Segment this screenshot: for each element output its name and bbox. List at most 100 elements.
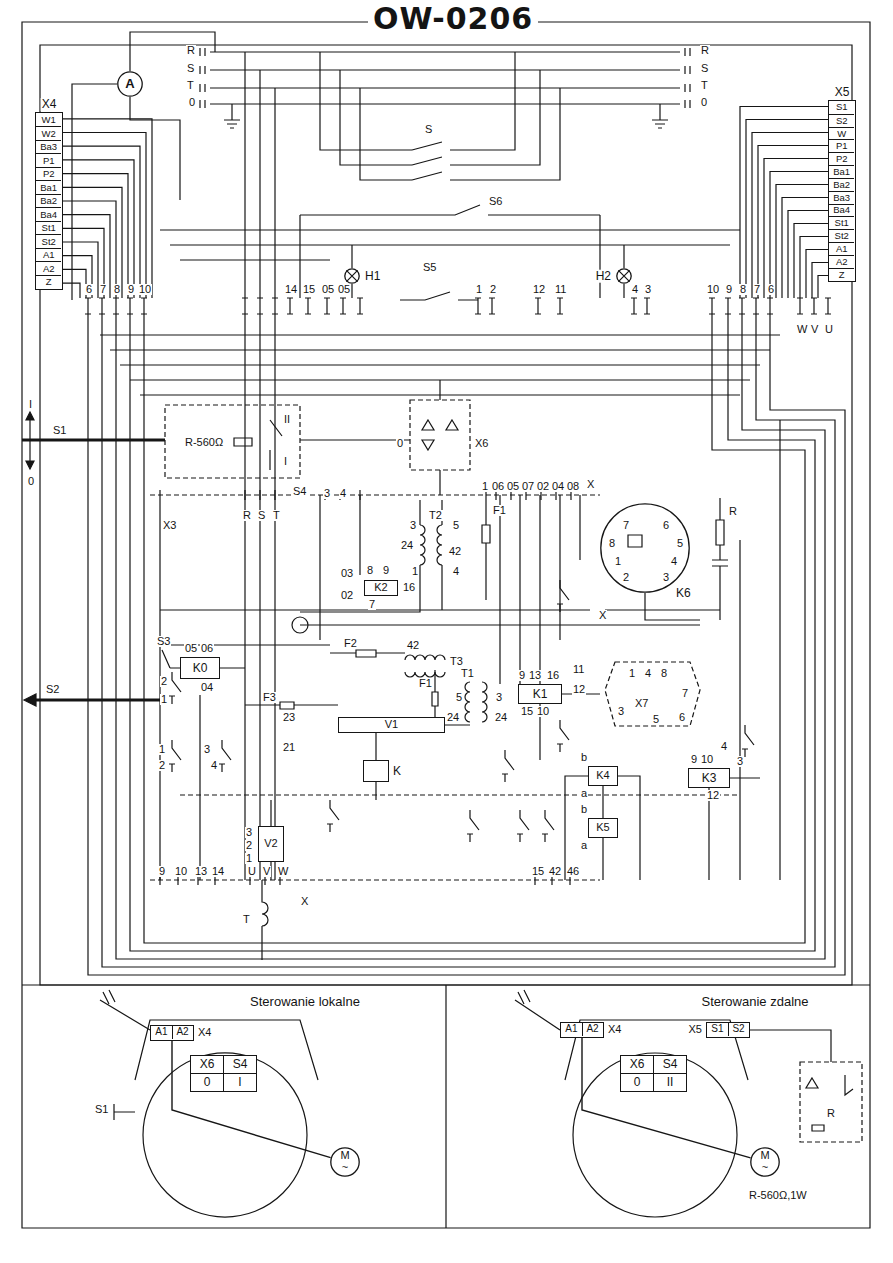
callout-number: 04 — [200, 682, 214, 693]
node-label: St2 — [835, 231, 849, 241]
callout-number: S2 — [45, 684, 60, 695]
sheet-frame — [22, 22, 870, 1228]
callout-number: 04 — [551, 481, 565, 492]
callout-number: a — [580, 840, 588, 851]
callout-number: 4 — [670, 556, 678, 567]
callout-number: F1 — [492, 505, 507, 516]
lamp-cross — [346, 270, 357, 281]
terminal-symbol — [797, 298, 831, 314]
wire — [63, 269, 86, 298]
callout-number: 4 — [210, 760, 218, 771]
callout-number: 1 — [475, 284, 483, 295]
callout-number: 5 — [652, 714, 660, 725]
callout-number: 05 — [184, 643, 198, 654]
callout-number: 3 — [662, 572, 670, 583]
terminal-cell: Ba2 — [36, 194, 61, 207]
node-label: Ba3 — [833, 193, 850, 203]
wire — [746, 120, 828, 299]
switch-wire — [320, 52, 560, 180]
callout-number: 10 — [138, 284, 152, 295]
cable-symbol — [515, 990, 560, 1030]
callout-number: 03 — [340, 568, 354, 579]
callout-number: 7 — [99, 284, 107, 295]
callout-number: 5 — [455, 692, 463, 703]
cable-symbol — [100, 990, 150, 1030]
callout-number: S — [186, 63, 195, 74]
terminal-symbol — [535, 298, 563, 314]
wire — [812, 263, 828, 299]
callout-number: a — [580, 788, 588, 799]
callout-number: 2 — [489, 284, 497, 295]
callout-number: 1 — [411, 566, 419, 577]
callout-number: 07 — [521, 481, 535, 492]
terminal-strip: X4W1W2Ba3P1P2Ba1Ba2Ba4St1St2A1A2Z — [35, 112, 63, 290]
node-label: II — [667, 1076, 674, 1089]
callout-number: 2 — [245, 840, 253, 851]
lamp-symbol — [292, 617, 308, 633]
terminal-cell: St1 — [36, 221, 61, 234]
connector-plate: X5S1S2 — [706, 1022, 750, 1038]
node-label: Ba4 — [40, 210, 57, 220]
node-label: A1 — [836, 244, 848, 254]
terminal-cell: Z — [829, 268, 854, 281]
housing-outline — [573, 1053, 737, 1217]
connector-plate: X4A1A2 — [560, 1022, 604, 1038]
callout-number: 12 — [532, 284, 546, 295]
cable-loop — [144, 314, 805, 943]
node-label: A1 — [565, 1024, 577, 1035]
node-label: W — [837, 129, 846, 139]
node-label: X6 — [200, 1058, 215, 1071]
ground-symbol — [224, 104, 240, 128]
callout-number: R — [186, 45, 196, 56]
callout-number: b — [580, 752, 588, 763]
node-label: P2 — [43, 169, 55, 179]
relay-contact — [628, 535, 642, 547]
node-label: V2 — [264, 838, 277, 850]
callout-number: S5 — [422, 262, 437, 273]
wire — [435, 670, 600, 760]
wire — [271, 776, 760, 880]
callout-number: 12 — [706, 790, 720, 801]
connector-plate: X4A1A2 — [150, 1025, 194, 1041]
callout-number: R — [826, 1108, 836, 1119]
switch-contact — [742, 725, 754, 757]
outline — [118, 72, 142, 96]
callout-number: F2 — [343, 638, 358, 649]
table-cell: X6 — [190, 1055, 224, 1074]
callout-number: 42 — [548, 866, 562, 877]
table-cell: 0 — [620, 1073, 654, 1092]
node-label: S4 — [233, 1058, 248, 1071]
connector-pin: S1 — [707, 1023, 728, 1036]
terminal-cell: Ba4 — [36, 207, 61, 220]
callout-number: 05 — [321, 284, 335, 295]
callout-number: 3 — [736, 756, 744, 767]
wire — [63, 242, 98, 298]
terminal-symbol — [242, 298, 278, 314]
terminal-row — [150, 879, 600, 880]
callout-number: X7 — [634, 698, 649, 709]
node-label: X5 — [834, 86, 851, 99]
node-label: ~ — [342, 1162, 348, 1174]
wire — [160, 610, 720, 645]
cable-loop — [116, 314, 825, 959]
wire — [818, 276, 828, 299]
callout-number: 06 — [200, 643, 214, 654]
connector-pin: S2 — [728, 1023, 749, 1036]
callout-number: II — [283, 414, 291, 425]
callout-number: I — [283, 456, 288, 467]
callout-number: R-560Ω — [184, 437, 224, 448]
callout-number: 4 — [452, 566, 460, 577]
wire — [740, 107, 828, 299]
remote-switch-symbol — [806, 1075, 853, 1131]
callout-number: 7 — [368, 599, 376, 610]
fuse-symbol — [482, 525, 490, 543]
callout-number: 12 — [572, 684, 586, 695]
connector-pin: A2 — [582, 1023, 603, 1036]
housing-outline — [135, 1020, 318, 1080]
wire — [788, 211, 828, 299]
node-label: X4 — [607, 1024, 622, 1036]
switch-contact — [557, 580, 569, 612]
callout-number: S — [257, 510, 266, 521]
callout-number: S1 — [52, 425, 67, 436]
